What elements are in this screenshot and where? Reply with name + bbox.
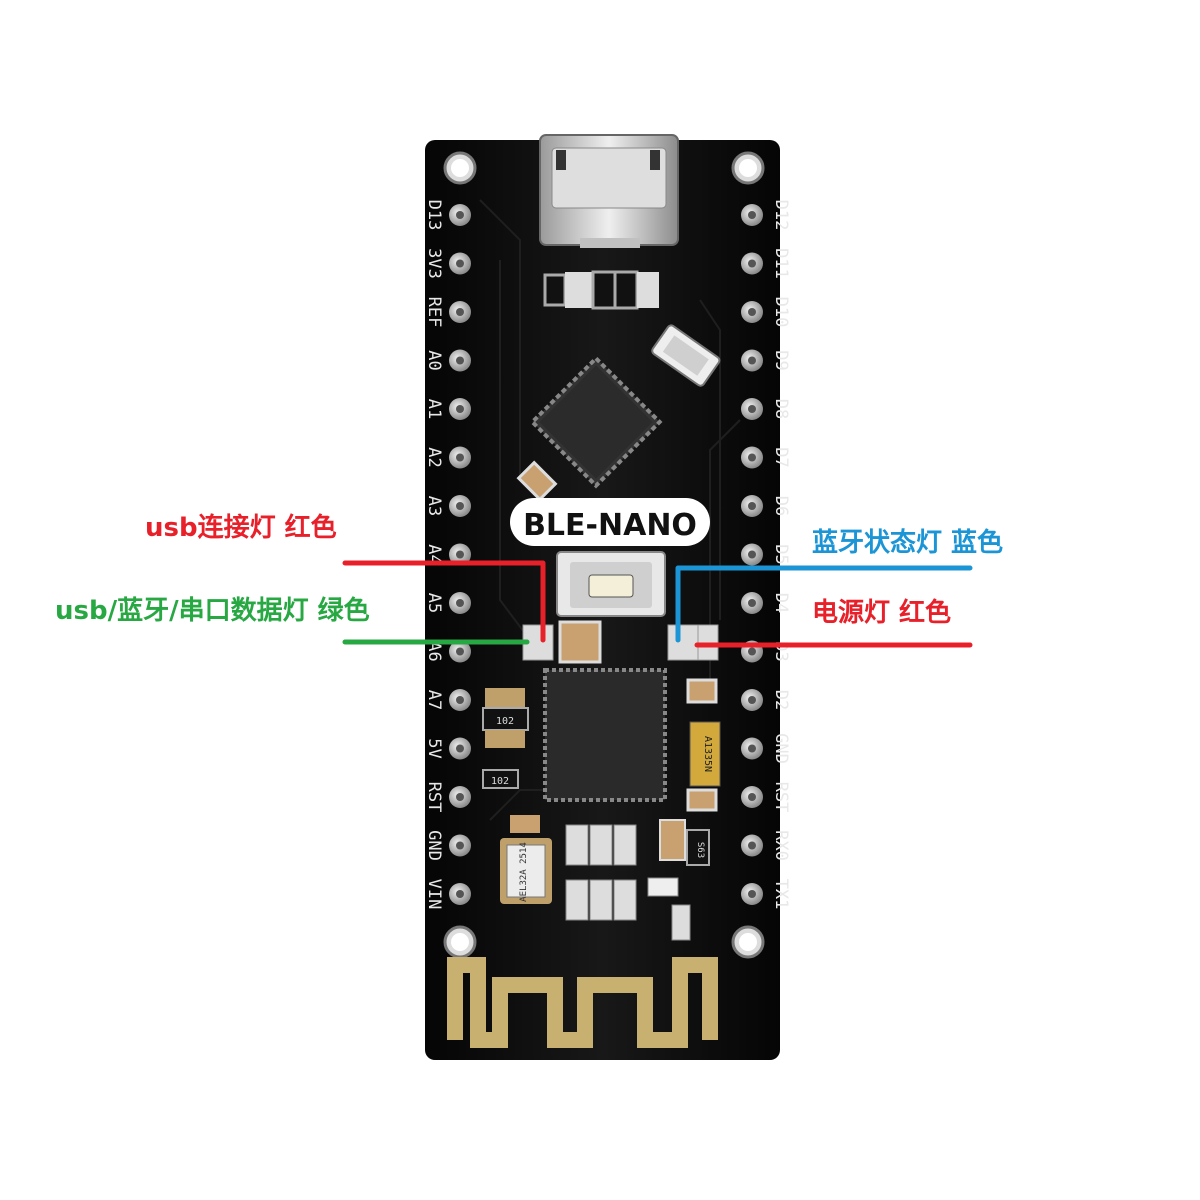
left-pin-label: REF: [424, 297, 444, 328]
left-pin-hole-center: [456, 550, 464, 559]
top-resistors: [543, 270, 659, 310]
bottom-components: [500, 815, 710, 941]
left-pin-label: VIN: [424, 879, 444, 910]
data-led-label: usb/蓝牙/串口数据灯 绿色: [55, 596, 370, 626]
left-pin-label: A6: [424, 641, 444, 661]
right-pin-label: RX0: [771, 830, 791, 861]
right-pin-hole-center: [748, 599, 756, 607]
left-pin-holes: [449, 204, 471, 905]
resistor-mark-2: 102: [491, 776, 509, 787]
reset-button: [556, 551, 666, 617]
bt-status-led-pointer: [675, 565, 973, 643]
right-pin-hole-center: [748, 696, 756, 704]
power-led-label: 电源灯 红色: [812, 598, 952, 628]
right-pin-hole-center: [748, 502, 756, 510]
right-pin-label: D9: [771, 350, 791, 370]
schottky-mark: S63: [695, 842, 705, 858]
ble-nano-logo: [510, 498, 710, 546]
left-pin-hole-center: [456, 841, 464, 850]
mounting-holes: [443, 151, 765, 959]
right-pin-label: D2: [771, 690, 791, 710]
right-pin-hole-center: [748, 308, 756, 316]
right-pin-label: D11: [771, 248, 791, 279]
led-row-left: [522, 620, 602, 664]
left-pin-hole-center: [456, 890, 464, 898]
left-pin-label: A5: [424, 593, 444, 613]
right-pin-hole-center: [748, 647, 756, 656]
left-pin-label: RST: [424, 782, 444, 813]
crystal-mark: AEL32A 2514: [519, 842, 529, 902]
ble-nano-logo-text: BLE-NANO: [523, 508, 697, 543]
left-pin-label: 3V3: [424, 248, 444, 279]
right-pin-label: D6: [771, 496, 791, 516]
right-pin-hole-center: [748, 405, 756, 413]
usb-link-led-label: usb连接灯 红色: [145, 513, 337, 543]
right-pin-label: D7: [771, 447, 791, 467]
left-pin-hole-center: [456, 356, 464, 365]
right-pin-hole-center: [748, 841, 756, 850]
right-pin-hole-center: [748, 793, 756, 801]
right-pin-label: GND: [771, 733, 791, 764]
pcb-antenna: [447, 957, 718, 1048]
usb-link-led-pointer: [342, 560, 546, 643]
left-pin-hole-center: [456, 308, 464, 316]
mcu-atmega: [529, 355, 663, 489]
right-pin-label: TX1: [771, 879, 791, 910]
left-pin-label: A2: [424, 447, 444, 467]
left-pin-hole-center: [456, 405, 464, 413]
right-pin-hole-center: [748, 890, 756, 898]
right-pin-hole-center: [748, 550, 756, 559]
left-pin-hole-center: [456, 211, 464, 219]
capacitor-small: [516, 460, 558, 502]
left-pin-label: A0: [424, 350, 444, 370]
left-pin-label: A7: [424, 690, 444, 710]
left-pin-hole-center: [456, 647, 464, 656]
right-pin-label: D10: [771, 297, 791, 328]
diode-mark: A1335N: [702, 736, 713, 772]
right-pin-holes: [741, 204, 763, 905]
left-pin-label: A1: [424, 399, 444, 419]
right-pin-label: D4: [771, 593, 791, 613]
resistor-mark-1: 102: [496, 716, 514, 727]
left-pin-hole-center: [456, 259, 464, 268]
right-mid-components: [686, 678, 721, 812]
bt-status-led-label: 蓝牙状态灯 蓝色: [812, 528, 1004, 558]
right-pin-hole-center: [748, 259, 756, 268]
right-pin-label: D5: [771, 544, 791, 564]
right-pin-label: RST: [771, 782, 791, 813]
left-pin-hole-center: [456, 502, 464, 510]
left-pin-hole-center: [456, 696, 464, 704]
left-pin-label: 5V: [424, 738, 444, 758]
right-pin-hole-center: [748, 453, 756, 462]
left-pin-label: GND: [424, 830, 444, 861]
left-pin-label: A3: [424, 496, 444, 516]
left-pin-hole-center: [456, 793, 464, 801]
right-pin-hole-center: [748, 211, 756, 219]
right-pin-hole-center: [748, 356, 756, 365]
right-pin-label: D12: [771, 200, 791, 231]
left-mid-components: [482, 688, 529, 789]
left-pin-hole-center: [456, 599, 464, 607]
right-pin-hole-center: [748, 744, 756, 753]
ble-soc-chip: [543, 668, 667, 802]
left-pin-label: A4: [424, 544, 444, 564]
left-pin-hole-center: [456, 744, 464, 753]
right-pin-label: D8: [771, 399, 791, 419]
left-pin-label: D13: [424, 200, 444, 231]
micro-usb-connector: [539, 134, 679, 248]
left-pin-hole-center: [456, 453, 464, 462]
crystal-small: [651, 324, 721, 387]
